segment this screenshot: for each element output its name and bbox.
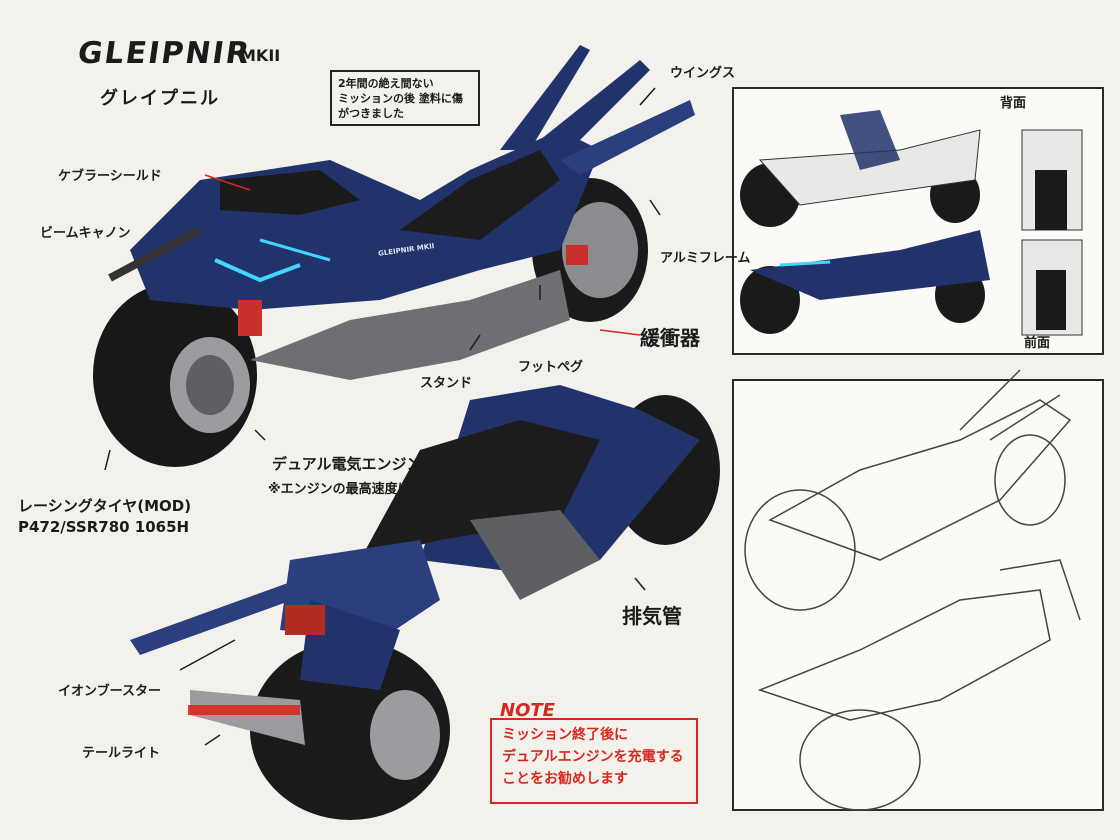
label-aluminum-frame: アルミフレーム xyxy=(660,251,751,266)
label-wings: ウイングス xyxy=(670,66,736,81)
damage-note-line: がつきました xyxy=(338,107,404,120)
side-view-color xyxy=(740,230,990,334)
leader-lines xyxy=(104,87,661,746)
note-heading: NOTE xyxy=(500,700,555,721)
label-back-view: 背面 xyxy=(1000,96,1027,111)
bike-front-view-illustration xyxy=(93,45,695,467)
model-label: MKII xyxy=(240,46,281,65)
label-engine-note: ※エンジンの最高速度は311mphです xyxy=(268,482,496,497)
side-view-sketch xyxy=(740,110,981,227)
lineart-sketch xyxy=(744,369,1081,811)
label-ion-booster: イオンブースター xyxy=(58,684,161,699)
label-shock-absorber: 緩衝器 xyxy=(640,326,700,350)
label-dual-engine: デュアル電気エンジン xyxy=(272,455,422,473)
page-title: GLEIPNIR xyxy=(75,36,254,71)
damage-note-line: 2年間の絶え間ない xyxy=(338,77,434,90)
label-tail-light: テールライト xyxy=(82,746,161,761)
label-exhaust: 排気管 xyxy=(622,604,682,628)
bike-rear-view-illustration xyxy=(130,385,720,820)
label-footpeg: フットペグ xyxy=(518,360,584,375)
note-line: ことをお勧めします xyxy=(502,771,628,787)
back-front-views xyxy=(1021,129,1083,336)
label-racing-tire: レーシングタイヤ(MOD) xyxy=(18,497,192,515)
name-kana: グレイプニル xyxy=(100,88,220,109)
label-beam-cannon: ビームキャノン xyxy=(40,226,131,241)
label-kevlar-shield: ケブラーシールド xyxy=(58,169,162,184)
note-line: ミッション終了後に xyxy=(502,727,628,743)
damage-note-line: ミッションの後 塗料に傷 xyxy=(338,92,463,105)
note-line: デュアルエンジンを充電する xyxy=(502,749,684,765)
damage-note: 2年間の絶え間ない ミッションの後 塗料に傷 がつきました xyxy=(330,70,480,126)
note-box: ミッション終了後に デュアルエンジンを充電する ことをお勧めします xyxy=(490,718,698,804)
label-front-view: 前面 xyxy=(1024,336,1051,351)
label-stand: スタンド xyxy=(420,376,473,391)
label-tire-spec: P472/SSR780 1065H xyxy=(18,518,190,536)
